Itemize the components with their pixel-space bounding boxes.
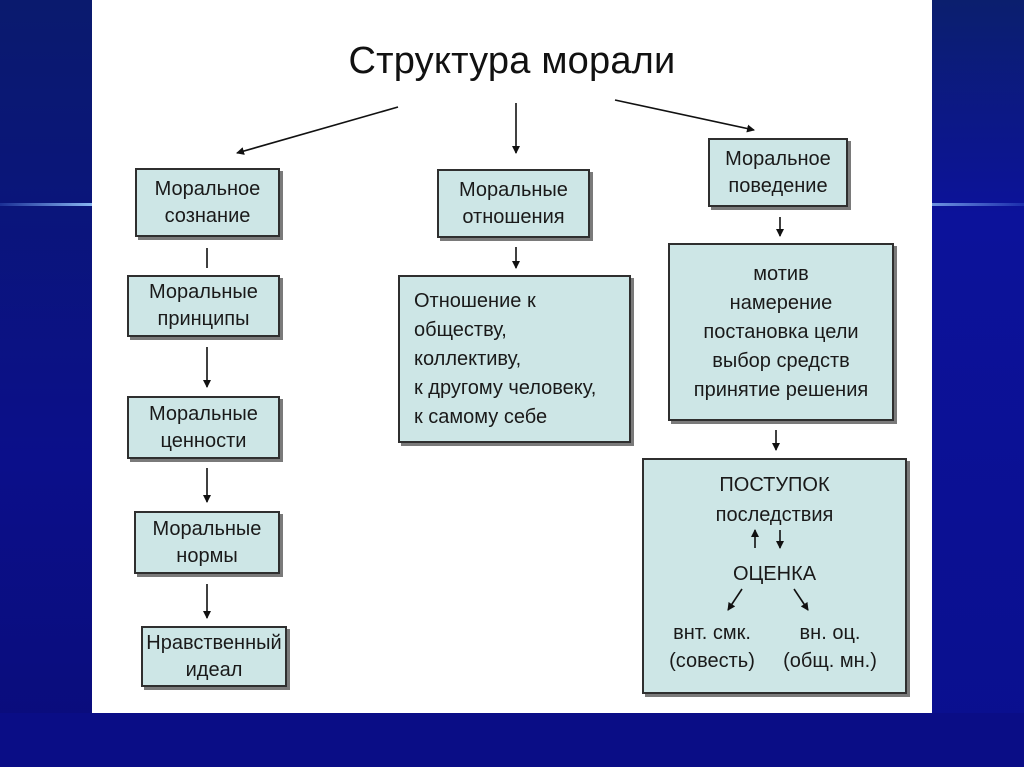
moral-values-box: Моральные ценности [127, 396, 280, 459]
page-title: Структура морали [348, 40, 676, 82]
act-assessment: ОЦЕНКА [732, 563, 817, 585]
motives-box: мотив намерение постановка цели выбор ср… [668, 243, 894, 421]
act-title: ПОСТУПОК [719, 474, 830, 496]
inner-assessment-label: внт. смк. [673, 622, 751, 644]
box-line: Отношение к [414, 289, 536, 312]
box-line: принятие решения [693, 378, 869, 401]
box-line: коллективу, [414, 347, 522, 370]
box-line: Моральное [154, 177, 261, 200]
box-line: Моральное [725, 147, 831, 170]
box-line: к другому человеку, [414, 376, 597, 399]
box-line: мотив [753, 262, 809, 285]
arrow-title-to-behavior [614, 99, 755, 133]
box-line: отношения [462, 205, 565, 228]
box-line: выбор средств [712, 349, 850, 372]
box-line: ценности [160, 429, 247, 452]
moral-ideal-box: Нравственный идеал [141, 626, 287, 687]
background-right [930, 0, 1024, 767]
outer-assessment-label: вн. оц. [799, 622, 861, 644]
relations-detail-box: Отношение к обществу, коллективу, к друг… [398, 275, 631, 443]
box-line: Моральные [149, 281, 258, 303]
moral-norms-box: Моральные нормы [134, 511, 280, 574]
arrow-assessment-to-inner [727, 588, 743, 611]
inner-assessment-note: (совесть) [669, 650, 755, 672]
arrow-title-to-consciousness [236, 106, 399, 155]
box-line: постановка цели [703, 320, 859, 343]
moral-consciousness-box: Моральное сознание [135, 168, 280, 237]
box-line: обществу, [414, 318, 507, 341]
background-left [0, 0, 92, 767]
moral-principles-box: Моральные принципы [127, 275, 280, 337]
moral-relations-box: Моральные отношения [437, 169, 590, 238]
decor-line-right [932, 203, 1024, 206]
box-line: нормы [176, 544, 238, 567]
box-line: к самому себе [414, 405, 548, 428]
moral-behavior-box: Моральное поведение [708, 138, 848, 207]
decor-line-left [0, 203, 92, 206]
box-line: принципы [157, 308, 250, 330]
box-line: Нравственный [146, 631, 282, 654]
box-line: Моральные [152, 517, 262, 540]
box-line: Моральные [149, 402, 258, 425]
act-box [642, 458, 907, 694]
box-line: Моральные [459, 178, 568, 201]
outer-assessment-note: (общ. мн.) [783, 650, 877, 672]
box-line: поведение [728, 174, 828, 197]
box-line: идеал [185, 658, 243, 681]
background-bottom [0, 713, 1024, 767]
act-consequences: последствия [715, 504, 834, 526]
box-line: намерение [729, 291, 833, 314]
arrow-assessment-to-outer [793, 588, 809, 611]
box-line: сознание [164, 204, 251, 227]
